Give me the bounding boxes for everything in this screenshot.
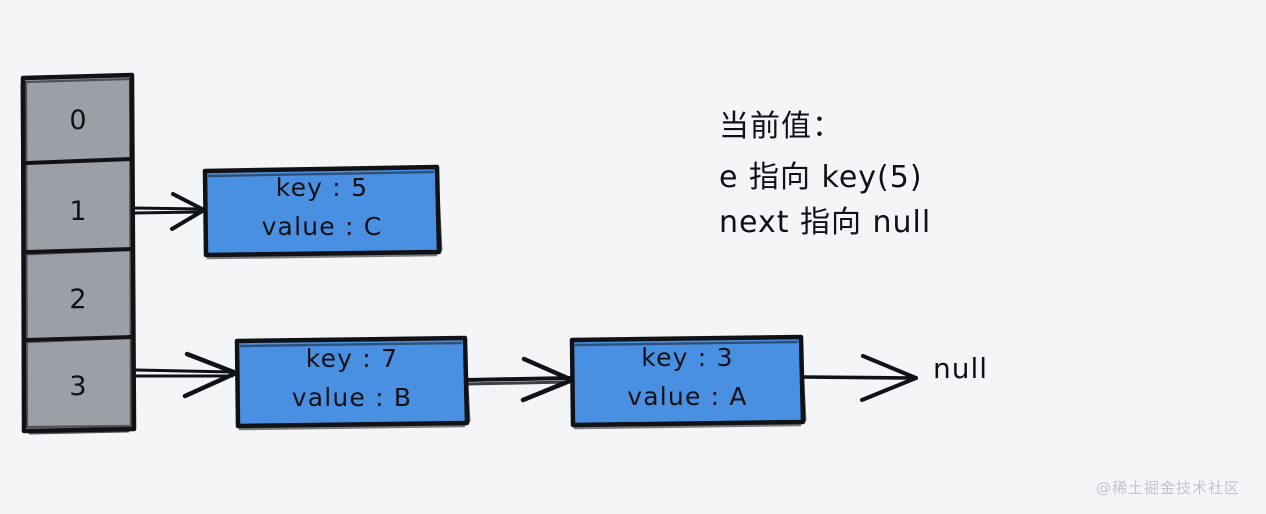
arrow-node-key-3-to-null (802, 354, 918, 402)
arrow-node-key-7-to-node-key-3 (465, 356, 575, 403)
node-key-3-value-line: value : A (627, 382, 748, 411)
arrow-bucket3-to-node-key-7 (134, 351, 239, 399)
node-key-5-key-line: key : 5 (275, 173, 369, 202)
annotation-line-next-pointer: next 指向 null (719, 205, 932, 240)
annotation-title: 当前值： (719, 109, 843, 144)
node-key-7-key-line: key : 7 (305, 344, 399, 373)
annotation-block: 当前值： e 指向 key(5) next 指向 null (719, 104, 1139, 245)
node-key-7-value-line: value : B (291, 383, 413, 412)
bucket-array-shape (20, 72, 137, 435)
bucket-index-3: 3 (69, 371, 87, 402)
annotation-line-e-pointer: e 指向 key(5) (719, 160, 923, 195)
node-key-3-key-line: key : 3 (641, 343, 734, 372)
bucket-index-0: 0 (69, 105, 87, 136)
node-box-key-7 (234, 335, 471, 431)
bucket-index-1: 1 (69, 196, 87, 227)
arrow-bucket1-to-node-key-5 (132, 192, 206, 231)
null-terminator-label: null (933, 352, 989, 385)
node-box-key-3 (569, 334, 807, 430)
bucket-index-2: 2 (69, 284, 87, 315)
node-box-key-5 (202, 164, 443, 260)
node-key-5-value-line: value : C (261, 212, 383, 241)
watermark: @稀土掘金技术社区 (1095, 479, 1240, 497)
